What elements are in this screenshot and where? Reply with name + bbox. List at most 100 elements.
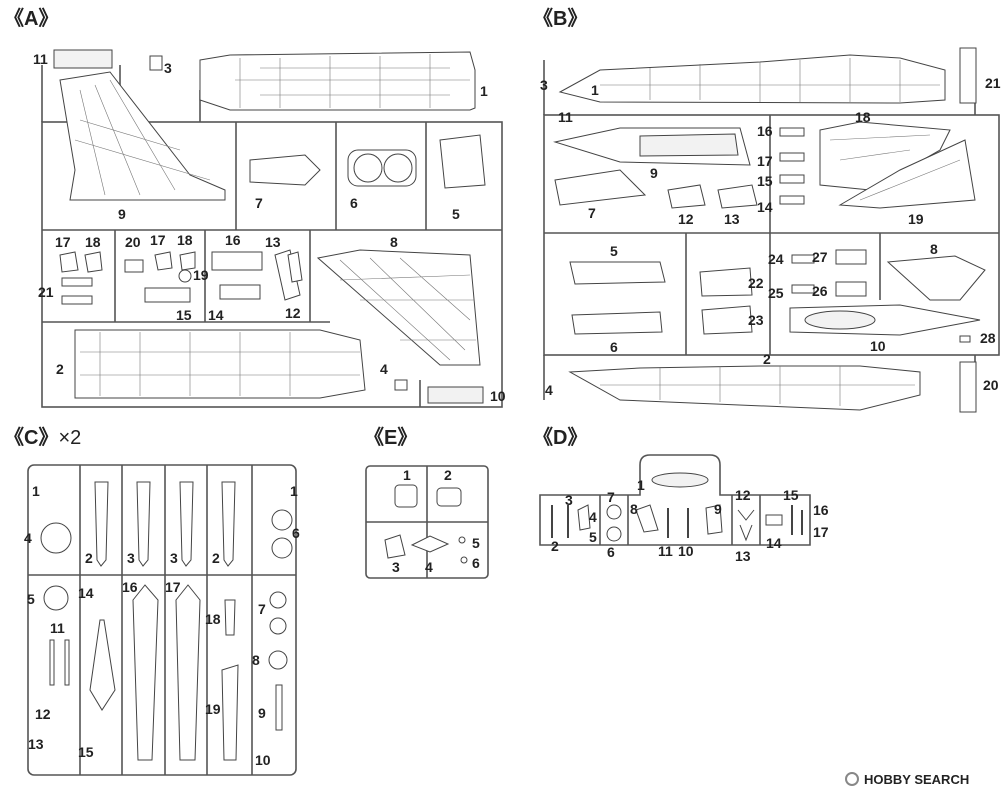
part-c14 [89, 619, 116, 711]
label-a-6: 6 [350, 195, 358, 211]
label-a-16: 16 [225, 232, 241, 248]
part-b2 [568, 365, 921, 411]
part-e2 [436, 487, 462, 507]
label-b-17: 17 [757, 153, 773, 169]
label-a-4: 4 [380, 361, 388, 377]
part-c9 [275, 684, 283, 731]
label-b-15: 15 [757, 173, 773, 189]
sprue-a-title: 《A》 [4, 7, 58, 30]
part-c6a [271, 509, 293, 531]
label-c-18: 18 [205, 611, 221, 627]
part-c17 [175, 584, 201, 761]
part-b1 [558, 54, 946, 104]
label-a-5: 5 [452, 206, 460, 222]
part-a1 [199, 51, 476, 111]
label-d-1: 1 [637, 477, 645, 493]
sprue-a-part-numbers: 11 3 1 9 7 6 5 17 18 20 17 18 16 13 8 19… [33, 51, 506, 404]
sprue-e-part-numbers: 1 2 5 3 4 6 [392, 467, 480, 575]
label-a-15: 15 [176, 307, 192, 323]
label-a-12: 12 [285, 305, 301, 321]
label-d-8: 8 [630, 501, 638, 517]
label-b-20: 20 [983, 377, 999, 393]
label-d-10: 10 [678, 543, 694, 559]
label-b-16: 16 [757, 123, 773, 139]
part-b7 [554, 169, 647, 206]
label-a-17b: 17 [150, 232, 166, 248]
label-b-28: 28 [980, 330, 996, 346]
sprue-c: 《C》×2 [4, 426, 300, 776]
part-a3 [149, 55, 163, 71]
label-b-7: 7 [588, 205, 596, 221]
part-a7 [249, 154, 321, 186]
part-c2-c3-missiles [94, 481, 236, 567]
label-d-15: 15 [783, 487, 799, 503]
sprue-c-part-numbers: 1 1 4 2 3 3 2 6 5 14 16 17 18 7 11 8 12 … [24, 483, 300, 768]
label-d-5: 5 [589, 529, 597, 545]
part-b21 [959, 47, 977, 104]
sprue-c-suffix: ×2 [58, 427, 81, 449]
label-b-1: 1 [591, 82, 599, 98]
label-a-18b: 18 [177, 232, 193, 248]
label-d-13: 13 [735, 548, 751, 564]
label-c-10: 10 [255, 752, 271, 768]
label-e-6: 6 [472, 555, 480, 571]
part-b14-b17 [779, 127, 805, 205]
label-b-24: 24 [768, 251, 784, 267]
part-b12 [667, 184, 706, 209]
label-c-9: 9 [258, 705, 266, 721]
part-e6 [460, 556, 468, 564]
label-c-6: 6 [292, 525, 300, 541]
part-a2 [74, 329, 366, 399]
label-b-6: 6 [610, 339, 618, 355]
label-c-4: 4 [24, 530, 32, 546]
label-a-17: 17 [55, 234, 71, 250]
sprue-d-part-numbers: 1 3 7 12 15 4 2 5 6 8 9 16 17 11 10 13 1… [551, 477, 829, 564]
part-a17-a18-pair [59, 251, 103, 305]
label-c-17: 17 [165, 579, 181, 595]
label-a-14: 14 [208, 307, 224, 323]
sprue-d-title: 《D》 [533, 426, 587, 449]
sprue-a-frame [41, 121, 503, 408]
part-c4 [40, 522, 72, 554]
part-a20-a19 [124, 251, 196, 303]
label-b-14: 14 [757, 199, 773, 215]
label-c-15: 15 [78, 744, 94, 760]
label-b-25: 25 [768, 285, 784, 301]
label-a-3: 3 [164, 60, 172, 76]
label-d-17: 17 [813, 524, 829, 540]
part-a10 [427, 386, 484, 404]
label-a-13: 13 [265, 234, 281, 250]
label-a-7: 7 [255, 195, 263, 211]
part-b9 [553, 127, 751, 166]
sprue-b-frame [543, 114, 1000, 356]
label-d-7: 7 [607, 489, 615, 505]
label-e-3: 3 [392, 559, 400, 575]
part-c11 [49, 639, 70, 686]
label-d-12: 12 [735, 487, 751, 503]
label-e-5: 5 [472, 535, 480, 551]
label-b-4: 4 [545, 382, 553, 398]
label-c-8: 8 [252, 652, 260, 668]
label-e-2: 2 [444, 467, 452, 483]
label-c-5: 5 [27, 591, 35, 607]
part-c7-c8 [268, 591, 288, 670]
part-c19 [221, 664, 239, 761]
hobby-search-logo-icon [845, 772, 859, 786]
label-a-9: 9 [118, 206, 126, 222]
label-c-11: 11 [50, 620, 65, 636]
part-d7 [606, 504, 622, 520]
label-b-18: 18 [855, 109, 871, 125]
part-b28 [959, 335, 971, 343]
label-a-1: 1 [480, 83, 488, 99]
sprue-d: 《D》 1 3 7 12 15 4 2 [533, 426, 829, 564]
part-b22 [699, 267, 753, 297]
label-b-19: 19 [908, 211, 924, 227]
part-b23 [701, 305, 753, 335]
part-b5 [569, 261, 666, 285]
part-a5 [439, 134, 486, 189]
label-b-23: 23 [748, 312, 764, 328]
part-a9 [59, 71, 226, 201]
sprue-b-title: 《B》 [533, 7, 587, 30]
part-c18 [224, 599, 236, 636]
